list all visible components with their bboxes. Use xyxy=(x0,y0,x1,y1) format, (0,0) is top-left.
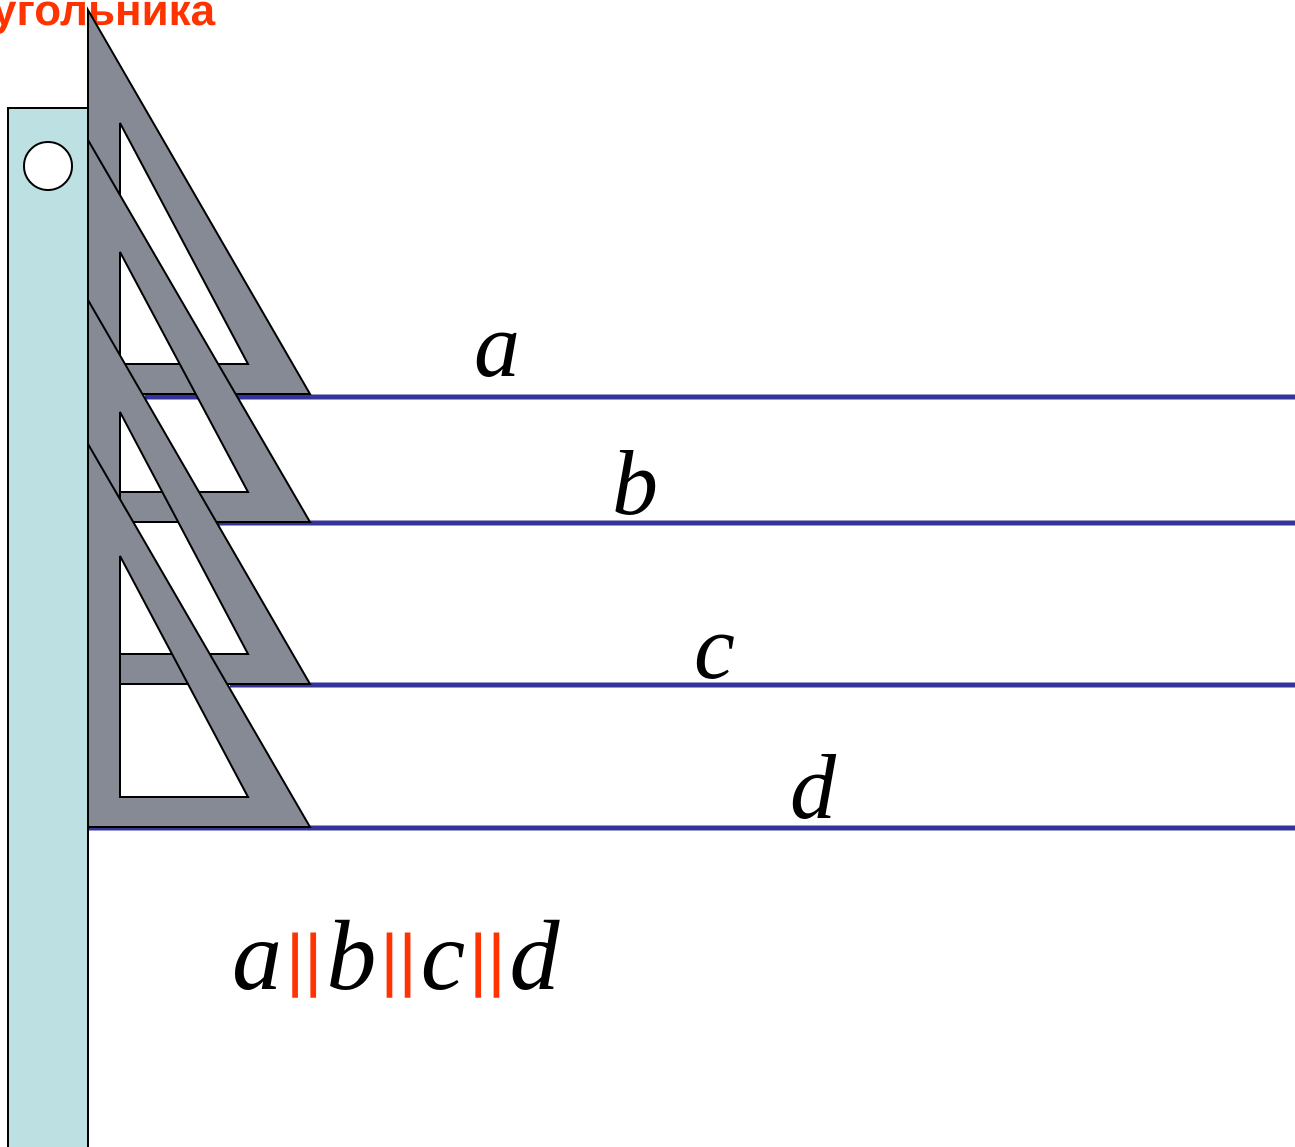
line-label-b: b xyxy=(612,432,658,534)
ruler-hole-icon xyxy=(23,141,73,191)
parallel-sign: || xyxy=(380,920,417,998)
parallel-formula: a||b||c||d xyxy=(232,898,560,1013)
formula-term-a: a xyxy=(232,900,282,1011)
set-square-2 xyxy=(87,136,312,523)
formula-term-c: c xyxy=(420,900,466,1011)
line-label-a: a xyxy=(474,294,520,396)
line-label-d: d xyxy=(790,736,837,838)
line-label-c: c xyxy=(694,596,735,698)
ruler xyxy=(7,107,89,1147)
parallel-sign: || xyxy=(469,920,506,998)
formula-term-d: d xyxy=(509,900,560,1011)
formula-term-b: b xyxy=(326,900,377,1011)
parallel-sign: || xyxy=(286,920,323,998)
page-title: угольника xyxy=(0,0,216,35)
